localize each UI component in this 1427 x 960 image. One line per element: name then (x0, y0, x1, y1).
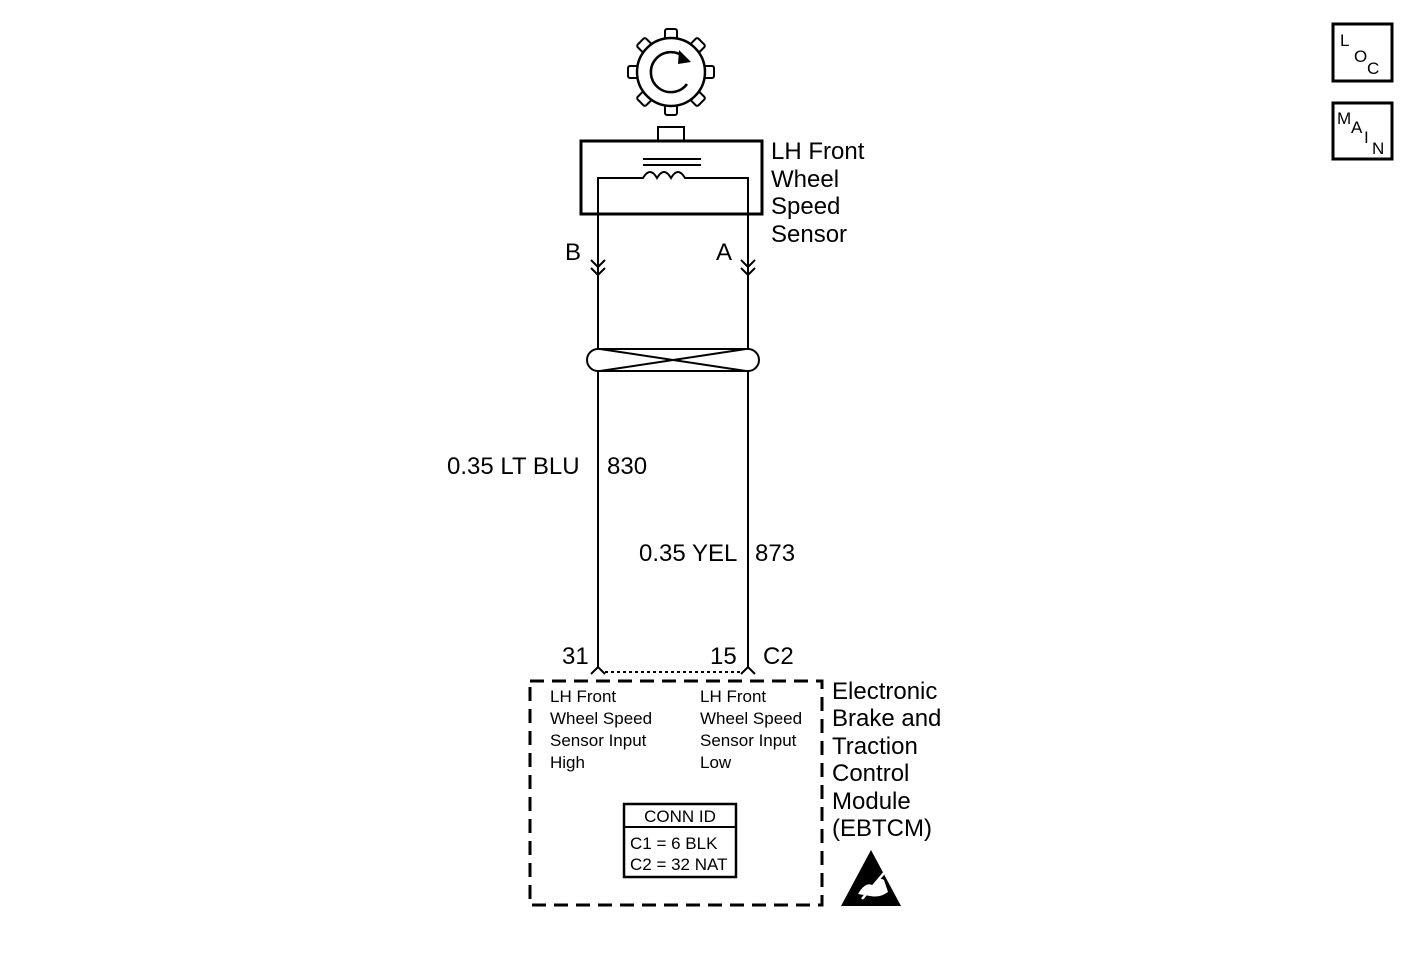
svg-text:Speed: Speed (771, 193, 840, 220)
wire-830-circuit: 830 (607, 453, 647, 480)
svg-text:Sensor: Sensor (771, 221, 847, 248)
svg-text:High: High (550, 753, 585, 772)
ebtcm-module-outline (528, 679, 824, 907)
loc-letter-3: C (1367, 59, 1379, 78)
tone-wheel-rim (635, 36, 707, 108)
svg-text:Electronic: Electronic (832, 678, 937, 705)
twisted-pair-icon (586, 348, 760, 372)
svg-text:(EBTCM): (EBTCM) (832, 815, 932, 842)
svg-text:LH Front: LH Front (550, 687, 616, 706)
svg-text:Module: Module (832, 788, 911, 815)
sensor-name: LH Front Wheel Speed Sensor (771, 138, 865, 248)
wire-873-circuit: 873 (755, 540, 795, 567)
connector-id-label: C2 (763, 643, 794, 670)
terminal-a-connector (740, 259, 756, 277)
wire-873-label: 0.35 YEL 873 (639, 540, 795, 567)
svg-text:Wheel: Wheel (771, 166, 839, 193)
loc-letter-1: L (1340, 31, 1349, 50)
terminal-b-connector (590, 259, 606, 277)
svg-text:Sensor Input: Sensor Input (700, 731, 797, 750)
sensor-coil-icon (597, 158, 749, 216)
conn-id-table: CONN ID C1 = 6 BLK C2 = 32 NAT (622, 802, 738, 879)
svg-text:Control: Control (832, 760, 909, 787)
conn-id-row-1: C1 = 6 BLK (630, 834, 718, 853)
svg-text:Brake and: Brake and (832, 705, 941, 732)
svg-text:Low: Low (700, 753, 732, 772)
svg-text:Wheel Speed: Wheel Speed (700, 709, 802, 728)
svg-text:Traction: Traction (832, 733, 918, 760)
sensor-stem (657, 126, 685, 142)
terminal-b-label: B (565, 239, 581, 266)
input-low-label: LH Front Wheel Speed Sensor Input Low (700, 687, 802, 772)
main-button[interactable]: M A I N (1331, 101, 1394, 161)
conn-id-row-2: C2 = 32 NAT (630, 855, 727, 874)
svg-text:LH Front: LH Front (771, 138, 865, 165)
svg-text:LH Front: LH Front (700, 687, 766, 706)
svg-text:Wheel Speed: Wheel Speed (550, 709, 652, 728)
tone-wheel-icon (627, 28, 715, 116)
wheel-speed-sensor-body (579, 139, 764, 216)
main-letter-1: M (1337, 109, 1351, 128)
rotation-arrow (649, 50, 689, 94)
wire-830-spec: 0.35 LT BLU (447, 453, 580, 480)
pin-31-label: 31 (562, 643, 589, 670)
wire-873-spec: 0.35 YEL (639, 540, 737, 567)
main-letter-3: I (1364, 128, 1369, 147)
svg-text:Sensor Input: Sensor Input (550, 731, 647, 750)
loc-button[interactable]: L O C (1331, 22, 1394, 83)
conn-id-header: CONN ID (644, 807, 716, 826)
module-name: Electronic Brake and Traction Control Mo… (832, 678, 941, 842)
loc-letter-2: O (1354, 47, 1367, 66)
pin-15-label: 15 (710, 643, 737, 670)
input-high-label: LH Front Wheel Speed Sensor Input High (550, 687, 652, 772)
module-connector-pins (590, 665, 756, 675)
main-letter-4: N (1372, 139, 1384, 158)
rotation-arrowhead (678, 50, 691, 64)
esd-sensitive-icon (841, 850, 901, 906)
wire-830-label: 0.35 LT BLU 830 (447, 453, 647, 480)
main-letter-2: A (1351, 118, 1363, 137)
terminal-a-label: A (716, 239, 732, 266)
